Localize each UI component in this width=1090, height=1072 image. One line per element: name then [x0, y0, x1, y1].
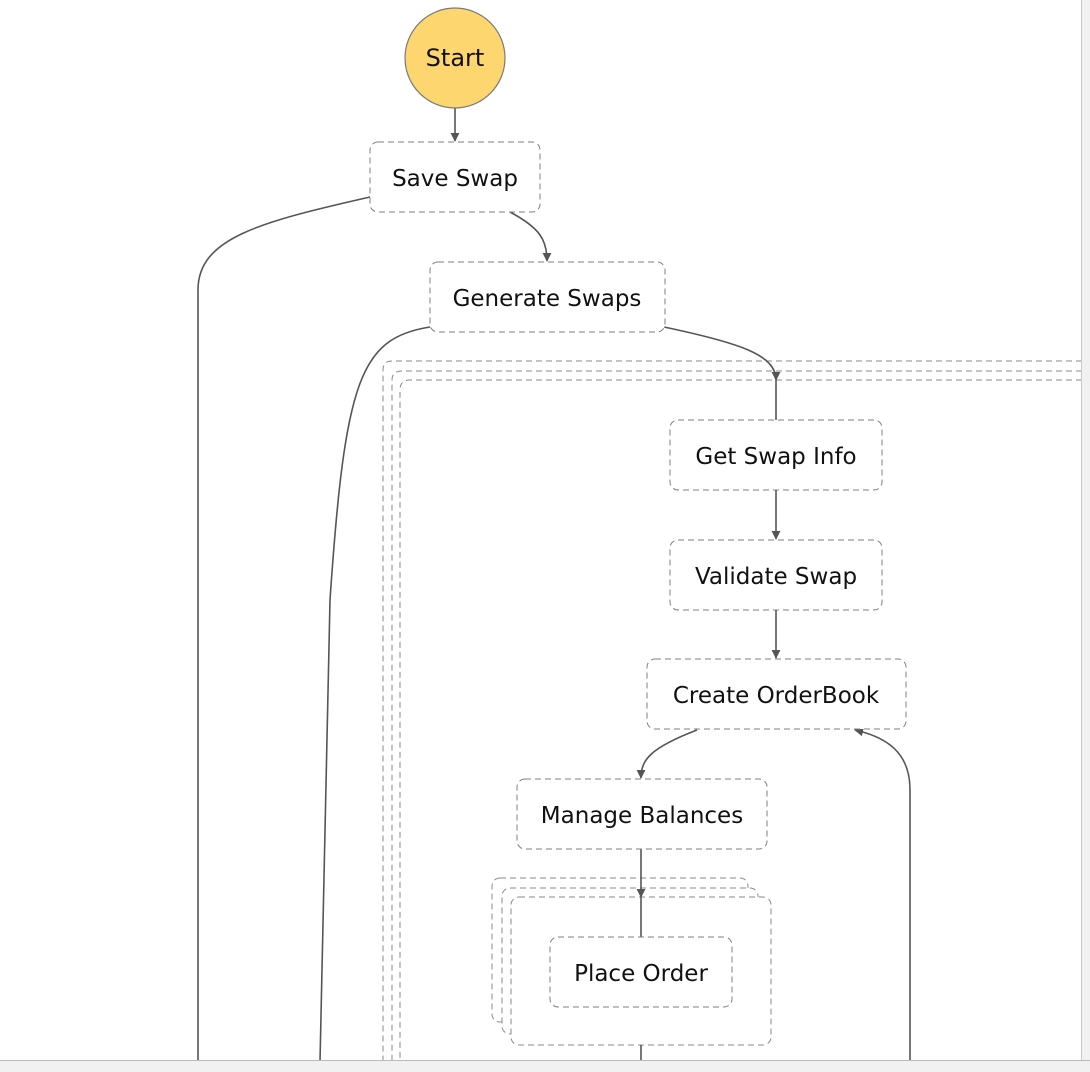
- node-create-orderbook-label: Create OrderBook: [673, 683, 880, 709]
- node-save-swap[interactable]: Save Swap: [369, 141, 541, 213]
- node-get-swap-info-label: Get Swap Info: [695, 444, 856, 470]
- node-get-swap-info[interactable]: Get Swap Info: [669, 419, 883, 491]
- node-place-order-label: Place Order: [574, 961, 708, 987]
- edge-generate-swaps-left-branch: [319, 326, 431, 1063]
- edge-save-swap-left-branch: [197, 196, 371, 1062]
- node-generate-swaps[interactable]: Generate Swaps: [429, 261, 666, 333]
- node-manage-balances-label: Manage Balances: [541, 803, 743, 829]
- start-circle: [404, 7, 506, 109]
- start-label: Start: [426, 44, 485, 72]
- edge-save-swap-to-generate-swaps: [509, 211, 552, 262]
- edge-generate-swaps-to-map: [663, 326, 781, 381]
- edge-create-orderbook-to-manage-balances: [636, 729, 698, 779]
- horizontal-scrollbar-track[interactable]: [0, 1060, 1090, 1072]
- map-container-outer: [382, 360, 1082, 1060]
- node-save-swap-label: Save Swap: [392, 166, 518, 192]
- node-manage-balances[interactable]: Manage Balances: [516, 778, 768, 850]
- node-place-order[interactable]: Place Order: [549, 936, 733, 1008]
- vertical-scrollbar-track[interactable]: [1081, 0, 1090, 1060]
- node-validate-swap[interactable]: Validate Swap: [669, 539, 883, 611]
- start-node[interactable]: Start: [404, 7, 506, 109]
- edge-loop-back-to-create-orderbook: [854, 727, 911, 1062]
- diagram-edges: [197, 108, 911, 1063]
- node-validate-swap-label: Validate Swap: [695, 564, 857, 590]
- node-generate-swaps-label: Generate Swaps: [453, 286, 642, 312]
- node-create-orderbook[interactable]: Create OrderBook: [646, 658, 907, 730]
